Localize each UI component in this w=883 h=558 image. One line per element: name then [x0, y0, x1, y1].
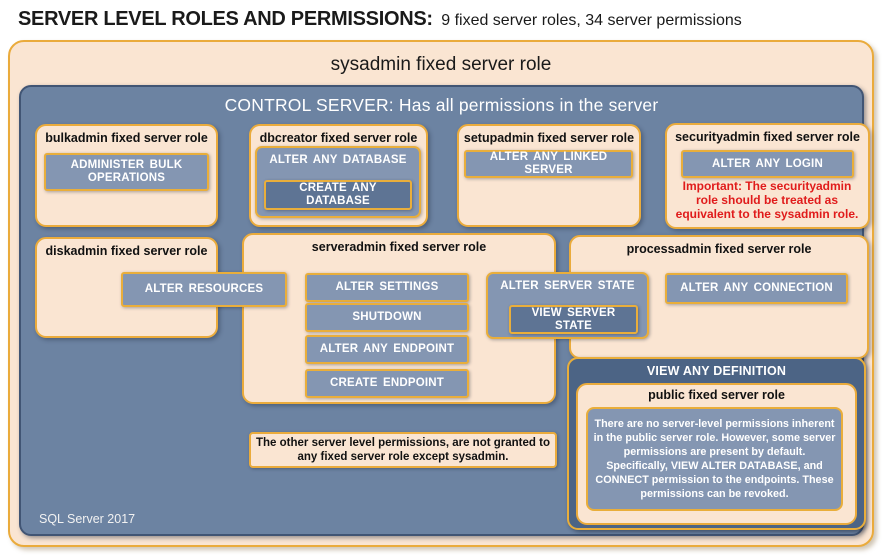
role-box-setupadmin: setupadmin fixed server role ALTER ANY L… — [457, 124, 641, 227]
role-box-bulkadmin: bulkadmin fixed server role ADMINISTER B… — [35, 124, 218, 227]
control-server-box: CONTROL SERVER: Has all permissions in t… — [19, 85, 870, 536]
processadmin-title: processadmin fixed server role — [626, 242, 812, 256]
public-role-description: There are no server-level permissions in… — [586, 407, 843, 511]
permission-view-server-state: VIEW SERVER STATE — [509, 305, 638, 334]
control-server-heading: CONTROL SERVER: Has all permissions in t… — [224, 95, 659, 115]
other-permissions-footnote: The other server level permissions, are … — [249, 432, 557, 468]
bulkadmin-title: bulkadmin fixed server role — [45, 131, 208, 145]
permission-alter-any-connection: ALTER ANY CONNECTION — [665, 273, 848, 304]
public-role-title: public fixed server role — [648, 388, 785, 402]
permission-view-any-definition: VIEW ANY DEFINITION — [646, 364, 787, 378]
permission-alter-any-database: ALTER ANY DATABASE — [269, 154, 407, 166]
permission-alter-any-linked-server: ALTER ANY LINKED SERVER — [464, 150, 633, 178]
sysadmin-role-box: sysadmin fixed server role CONTROL SERVE… — [8, 40, 874, 547]
permission-alter-any-database-group: ALTER ANY DATABASE CREATE ANY DATABASE — [255, 146, 421, 218]
permission-create-any-database: CREATE ANY DATABASE — [264, 180, 412, 210]
permission-shutdown: SHUTDOWN — [305, 303, 469, 332]
sysadmin-role-label: sysadmin fixed server role — [330, 54, 552, 75]
permission-administer-bulk-operations: ADMINISTER BULK OPERATIONS — [44, 153, 209, 191]
permission-alter-resources: ALTER RESOURCES — [121, 272, 287, 307]
permission-alter-settings: ALTER SETTINGS — [305, 273, 469, 302]
setupadmin-title: setupadmin fixed server role — [463, 131, 635, 145]
page-title-subtitle: 9 fixed server roles, 34 server permissi… — [441, 12, 742, 29]
page-title-strong: SERVER LEVEL ROLES AND PERMISSIONS: — [18, 8, 433, 30]
permission-alter-any-login: ALTER ANY LOGIN — [681, 150, 854, 178]
serveradmin-title: serveradmin fixed server role — [311, 240, 487, 254]
securityadmin-title: securityadmin fixed server role — [675, 130, 860, 144]
permission-alter-any-endpoint: ALTER ANY ENDPOINT — [305, 335, 469, 364]
permission-alter-server-state: ALTER SERVER STATE — [500, 280, 635, 292]
sql-server-version-label: SQL Server 2017 — [39, 512, 136, 526]
role-box-securityadmin: securityadmin fixed server role ALTER AN… — [665, 123, 870, 229]
permission-view-any-definition-box: VIEW ANY DEFINITION public fixed server … — [567, 357, 866, 530]
permission-create-endpoint: CREATE ENDPOINT — [305, 369, 469, 398]
diskadmin-title: diskadmin fixed server role — [45, 244, 208, 258]
permission-alter-server-state-group: ALTER SERVER STATE VIEW SERVER STATE — [486, 272, 649, 339]
role-box-dbcreator: dbcreator fixed server role ALTER ANY DA… — [249, 124, 428, 227]
role-box-public: public fixed server role There are no se… — [576, 383, 857, 525]
securityadmin-warning-note: Important: The securityadmin role should… — [675, 179, 859, 221]
dbcreator-title: dbcreator fixed server role — [259, 131, 418, 145]
page-title: SERVER LEVEL ROLES AND PERMISSIONS: 9 fi… — [18, 8, 742, 31]
